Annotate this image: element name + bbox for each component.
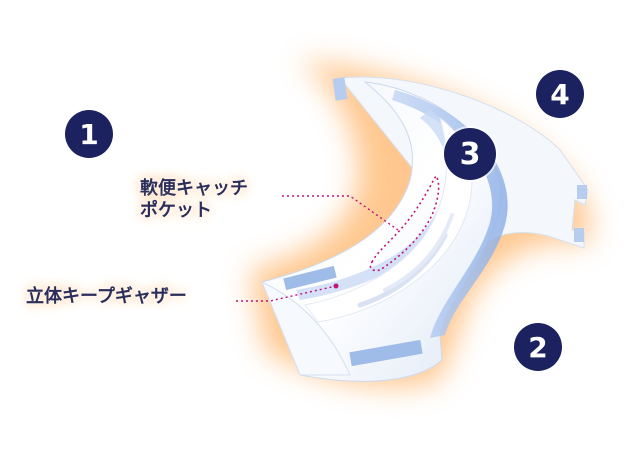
wing-tab-top [332, 77, 348, 101]
front-strip [349, 339, 423, 367]
front-strip [283, 265, 337, 291]
catch-pocket-outline [369, 174, 440, 272]
catch-pocket-label-line1: 軟便キャッチ [140, 178, 248, 199]
wing-tab-right-1 [577, 185, 587, 199]
badge-4: 4 [536, 70, 584, 118]
wing-tab-right-2 [574, 228, 584, 242]
gather-leader [236, 285, 337, 302]
badge-1: 1 [65, 110, 113, 158]
catch-pocket-label-line2: ポケット [140, 199, 212, 221]
gather-leader-dot [333, 283, 339, 289]
badge-2: 2 [514, 323, 562, 371]
pad-ridge [383, 213, 454, 292]
standing-gathers-label: 立体キープギャザー [26, 286, 187, 307]
front-edge [261, 280, 351, 376]
badge-3: 3 [444, 128, 496, 180]
catch-pocket-label: 軟便キャッチ ポケット [140, 178, 248, 221]
